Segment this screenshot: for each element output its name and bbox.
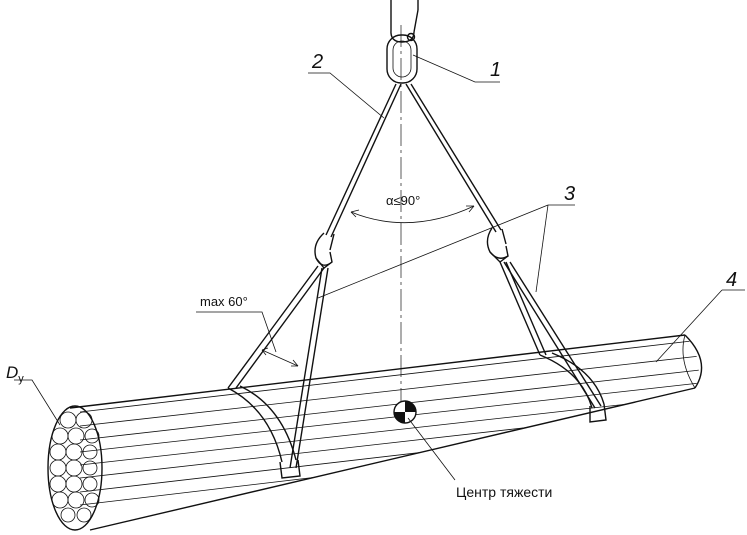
- label-angle-alpha: α≤90°: [386, 193, 420, 208]
- pipe-bundle: [47, 334, 703, 531]
- cylinder-top-edge: [69, 334, 686, 409]
- cylinder-far-end: [684, 334, 703, 389]
- sling-legs: [325, 83, 502, 238]
- angle-alpha-arc: [350, 205, 475, 224]
- left-lower-sling: [227, 265, 329, 469]
- left-hook: [314, 232, 335, 269]
- pipe-circles: [49, 411, 100, 523]
- cylinder-lines: [79, 339, 699, 506]
- label-part-1: 1: [490, 59, 501, 81]
- left-band: [227, 387, 283, 463]
- right-band: [539, 354, 593, 409]
- label-center-of-gravity: Центр тяжести: [456, 484, 552, 500]
- master-link: [386, 34, 418, 84]
- right-hook: [486, 227, 509, 263]
- leader-lines: [14, 54, 745, 481]
- label-diameter: Dу: [6, 363, 24, 385]
- right-lower-sling: [499, 261, 602, 409]
- cylinder-bottom-edge: [89, 387, 696, 531]
- cylinder-near-face: [47, 405, 103, 531]
- label-part-3: 3: [564, 183, 575, 205]
- label-part-2: 2: [311, 51, 323, 73]
- center-of-gravity-symbol: [393, 400, 417, 424]
- label-angle-max: max 60°: [200, 294, 248, 309]
- crane-hook: [390, 0, 419, 43]
- angle-side-arc: [261, 349, 299, 367]
- label-part-4: 4: [726, 269, 737, 291]
